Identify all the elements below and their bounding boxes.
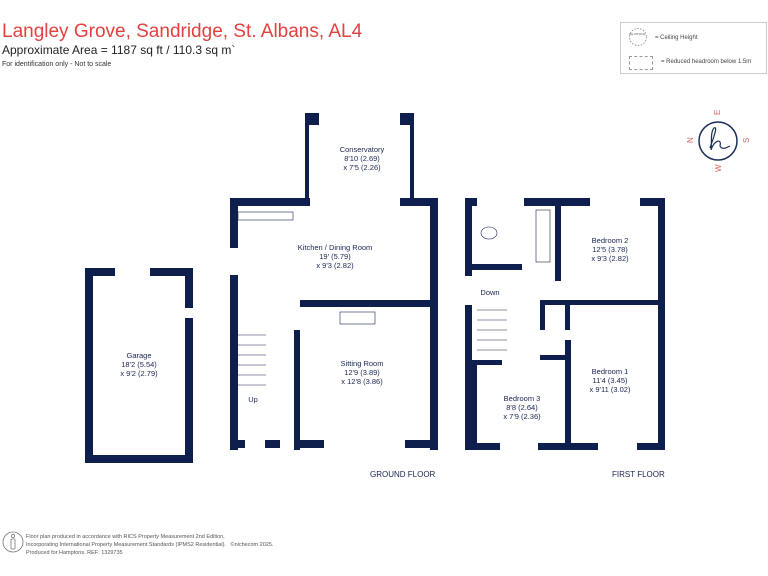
ground-floor-label: GROUND FLOOR <box>370 470 436 479</box>
garage-label: Garage <box>126 351 151 360</box>
sitting-room-dim1: 12'9 (3.89) <box>344 368 380 377</box>
reduced-headroom-label: = Reduced headroom below 1.5m <box>661 59 752 65</box>
toilet <box>480 226 498 240</box>
fixtures <box>237 209 551 386</box>
footer: Floor plan produced in accordance with R… <box>26 533 273 557</box>
bedroom3-dim2: x 7'9 (2.36) <box>503 412 541 421</box>
compass-e: E <box>713 110 722 115</box>
conservatory-dim2: x 7'5 (2.26) <box>343 163 381 172</box>
stairs-first <box>477 309 507 351</box>
kitchen-label: Kitchen / Dining Room <box>298 243 373 252</box>
scale-note: For identification only - Not to scale <box>2 61 112 68</box>
compass-ring <box>698 121 738 161</box>
conservatory-label: Conservatory <box>340 145 385 154</box>
first-floor-label: FIRST FLOOR <box>612 470 665 479</box>
ceiling-height-icon <box>629 28 647 46</box>
person-icon <box>2 531 24 553</box>
legend: CH 0'0"(0.0) = Ceiling Height = Reduced … <box>620 22 767 74</box>
footer-line2: Incorporating International Property Mea… <box>26 542 226 548</box>
bedroom1-dim1: 11'4 (3.45) <box>592 376 628 385</box>
compass-w: W <box>714 164 723 172</box>
ground-floor-walls <box>85 113 665 463</box>
bedroom2-dim2: x 9'3 (2.82) <box>591 254 629 263</box>
bath <box>535 209 551 263</box>
ceiling-height-label: = Ceiling Height <box>655 35 698 41</box>
sitting-room-label: Sitting Room <box>341 359 384 368</box>
stairs-up-label: Up <box>248 395 258 404</box>
property-title: Langley Grove, Sandridge, St. Albans, AL… <box>2 21 363 42</box>
compass-s: S <box>742 138 751 143</box>
bedroom3-dim1: 8'8 (2.64) <box>506 403 538 412</box>
kitchen-counter <box>237 211 294 221</box>
sitting-room-dim2: x 12'8 (3.86) <box>341 377 383 386</box>
reduced-headroom-icon <box>629 56 653 70</box>
bedroom1-dim2: x 9'11 (3.02) <box>590 385 631 394</box>
bedroom2-label: Bedroom 2 <box>592 236 629 245</box>
copyright: ©nichecom 2025. <box>230 542 274 548</box>
conservatory-dim1: 8'10 (2.69) <box>344 154 380 163</box>
garage-dim2: x 9'2 (2.79) <box>120 369 158 378</box>
kitchen-dim2: x 9'3 (2.82) <box>316 261 354 270</box>
footer-line1: Floor plan produced in accordance with R… <box>26 534 225 540</box>
stairs-down-label: Down <box>480 288 499 297</box>
garage-dim1: 18'2 (5.54) <box>121 360 157 369</box>
footer-line3: Produced for Hamptons. REF: 1329735 <box>26 550 123 556</box>
stairs-ground <box>238 334 266 386</box>
ceiling-icon-text: CH 0'0"(0.0) <box>629 32 646 36</box>
bedroom1-label: Bedroom 1 <box>592 367 629 376</box>
logo-h-icon <box>709 127 731 151</box>
fireplace <box>339 311 376 325</box>
compass: N E S W <box>686 110 751 172</box>
compass-n: N <box>686 137 695 143</box>
approximate-area: Approximate Area = 1187 sq ft / 110.3 sq… <box>2 43 236 57</box>
kitchen-dim1: 19' (5.79) <box>319 252 351 261</box>
bedroom2-dim1: 12'5 (3.78) <box>592 245 628 254</box>
bedroom3-label: Bedroom 3 <box>504 394 541 403</box>
